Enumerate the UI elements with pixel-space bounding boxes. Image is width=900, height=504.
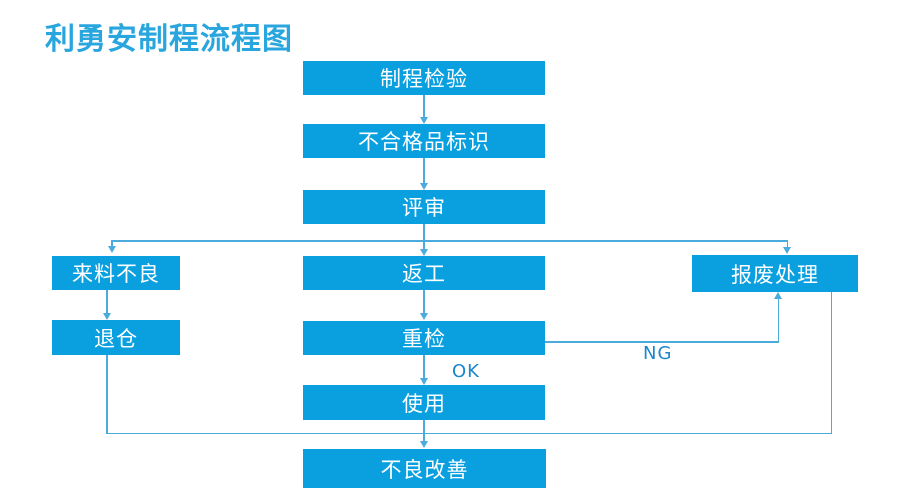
node-label: 报废处理 bbox=[731, 262, 819, 287]
edge-recheck-to-use-line bbox=[423, 355, 425, 378]
node-label: 使用 bbox=[402, 391, 446, 416]
arrow-down-icon bbox=[419, 117, 428, 124]
node-nonconforming-product-marking: 不合格品标识 bbox=[303, 124, 545, 158]
ok-label: OK bbox=[452, 361, 480, 382]
edge-recheck-to-scrap-ng-hline bbox=[545, 341, 779, 343]
node-label: 不合格品标识 bbox=[358, 130, 490, 154]
node-use: 使用 bbox=[303, 385, 545, 420]
node-label: 来料不良 bbox=[72, 262, 160, 286]
node-rework: 返工 bbox=[303, 256, 545, 290]
node-label: 重检 bbox=[402, 327, 446, 351]
edge-rework-to-recheck-line bbox=[423, 290, 425, 313]
edge-incoming-defect-to-return-line bbox=[106, 290, 108, 313]
node-return-to-warehouse: 退仓 bbox=[52, 320, 180, 355]
node-defect-improvement: 不良改善 bbox=[303, 449, 546, 488]
arrow-up-icon bbox=[773, 292, 782, 299]
edge-scrap-to-merge-line bbox=[830, 292, 832, 434]
arrow-down-icon bbox=[419, 183, 428, 190]
merge-line bbox=[106, 432, 833, 434]
arrow-down-icon bbox=[419, 313, 428, 320]
edge-return-to-merge-line bbox=[106, 355, 108, 434]
edge-inspection-to-marking-line bbox=[423, 95, 425, 117]
edge-use-to-improvement-line bbox=[423, 420, 425, 441]
arrow-down-icon bbox=[107, 246, 116, 253]
node-label: 制程检验 bbox=[380, 67, 468, 91]
ng-label: NG bbox=[643, 343, 673, 364]
node-scrap-disposal: 报废处理 bbox=[692, 255, 858, 292]
edge-branch-to-scrap-line bbox=[786, 240, 788, 247]
node-process-inspection: 制程检验 bbox=[303, 61, 545, 95]
node-recheck: 重检 bbox=[303, 321, 545, 355]
arrow-down-icon bbox=[419, 378, 428, 385]
node-label: 不良改善 bbox=[380, 457, 469, 482]
arrow-down-icon bbox=[782, 247, 791, 254]
branch-line bbox=[112, 240, 788, 242]
node-label: 返工 bbox=[402, 262, 446, 286]
arrow-down-icon bbox=[419, 249, 428, 256]
node-label: 评审 bbox=[402, 196, 446, 220]
page-title: 利勇安制程流程图 bbox=[45, 22, 293, 57]
edge-review-to-rework-line bbox=[423, 224, 425, 249]
node-label: 退仓 bbox=[94, 326, 138, 351]
edge-marking-to-review-line bbox=[423, 158, 425, 183]
arrow-down-icon bbox=[419, 441, 428, 448]
arrow-down-icon bbox=[102, 313, 111, 320]
edge-branch-to-incoming-defect-line bbox=[111, 240, 113, 246]
edge-recheck-to-scrap-ng-vline bbox=[777, 299, 779, 342]
node-review: 评审 bbox=[303, 190, 545, 224]
node-incoming-material-defect: 来料不良 bbox=[52, 256, 180, 290]
